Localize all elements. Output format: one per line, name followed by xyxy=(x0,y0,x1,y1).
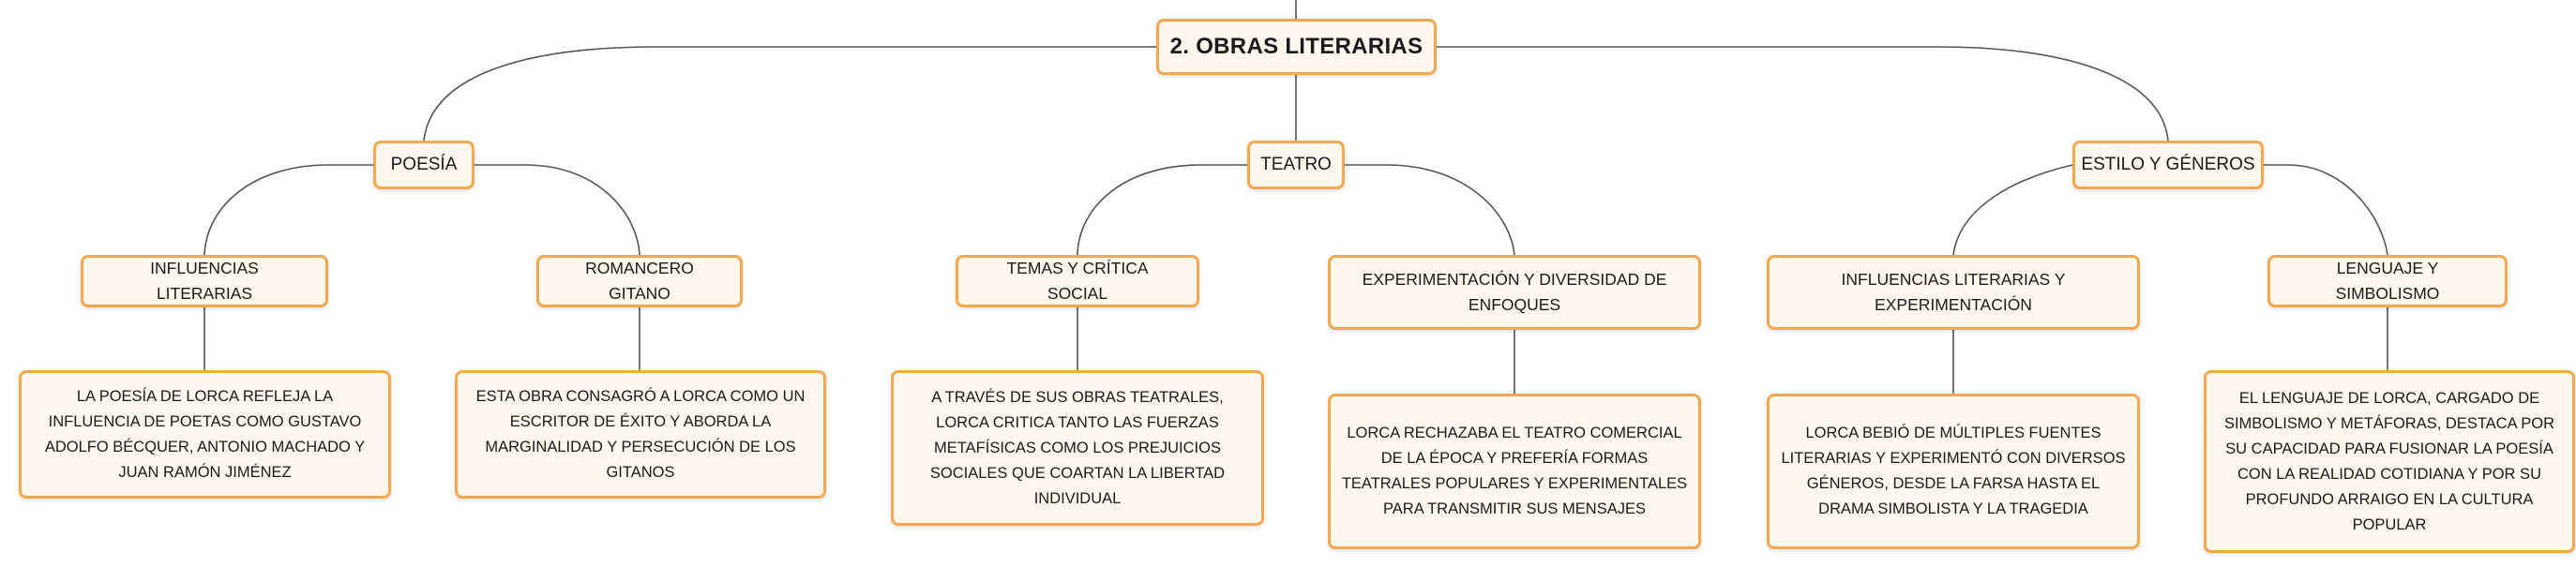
detail-text: LORCA BEBIÓ DE MÚLTIPLES FUENTES LITERAR… xyxy=(1781,425,2126,517)
connector-poesia-influencias xyxy=(203,164,373,256)
subtopic-node-influencias-literarias[interactable]: INFLUENCIAS LITERARIAS xyxy=(81,255,328,307)
connector-poesia-romancero xyxy=(475,164,640,256)
subtopic-node-influencias-experimentacion[interactable]: INFLUENCIAS LITERARIAS Y EXPERIMENTACIÓN xyxy=(1767,255,2140,330)
connector-teatro-temas xyxy=(1077,164,1247,256)
detail-node-lenguaje-simbolismo[interactable]: EL LENGUAJE DE LORCA, CARGADO DE SIMBOLI… xyxy=(2204,370,2575,553)
connector-estilo-influencias xyxy=(1952,164,2073,256)
category-node-poesia[interactable]: POESÍA xyxy=(373,141,475,189)
connector-teatro-experimentacion xyxy=(1345,164,1515,256)
connector-root-estilo xyxy=(1437,46,2169,142)
connector-root-poesia xyxy=(423,46,1156,142)
subtopic-label: INFLUENCIAS LITERARIAS xyxy=(150,259,259,303)
subtopic-node-experimentacion-diversidad[interactable]: EXPERIMENTACIÓN Y DIVERSIDAD DE ENFOQUES xyxy=(1328,255,1701,330)
subtopic-node-lenguaje-simbolismo[interactable]: LENGUAJE Y SIMBOLISMO xyxy=(2267,255,2508,307)
root-label: 2. OBRAS LITERARIAS xyxy=(1169,34,1424,59)
subtopic-label: EXPERIMENTACIÓN Y DIVERSIDAD DE ENFOQUES xyxy=(1362,270,1667,314)
detail-node-influencias-literarias[interactable]: LA POESÍA DE LORCA REFLEJA LA INFLUENCIA… xyxy=(19,370,391,499)
detail-text: LORCA RECHAZABA EL TEATRO COMERCIAL DE L… xyxy=(1341,425,1688,517)
subtopic-node-romancero-gitano[interactable]: ROMANCERO GITANO xyxy=(536,255,743,307)
subtopic-label: INFLUENCIAS LITERARIAS Y EXPERIMENTACIÓN xyxy=(1841,270,2066,314)
detail-node-influencias-experimentacion[interactable]: LORCA BEBIÓ DE MÚLTIPLES FUENTES LITERAR… xyxy=(1767,394,2140,549)
category-label: TEATRO xyxy=(1260,155,1332,174)
detail-text: LA POESÍA DE LORCA REFLEJA LA INFLUENCIA… xyxy=(44,387,366,481)
subtopic-label: TEMAS Y CRÍTICA SOCIAL xyxy=(1006,259,1149,303)
category-node-estilo[interactable]: ESTILO Y GÉNEROS xyxy=(2072,141,2264,189)
subtopic-label: ROMANCERO GITANO xyxy=(585,259,694,303)
category-label: ESTILO Y GÉNEROS xyxy=(2081,155,2255,174)
category-node-teatro[interactable]: TEATRO xyxy=(1247,141,1345,189)
detail-node-romancero-gitano[interactable]: ESTA OBRA CONSAGRÓ A LORCA COMO UN ESCRI… xyxy=(455,370,826,499)
root-node[interactable]: 2. OBRAS LITERARIAS xyxy=(1156,19,1437,75)
detail-text: A TRAVÉS DE SUS OBRAS TEATRALES, LORCA C… xyxy=(929,388,1226,507)
subtopic-node-temas-critica-social[interactable]: TEMAS Y CRÍTICA SOCIAL xyxy=(956,255,1199,307)
category-label: POESÍA xyxy=(390,155,458,174)
subtopic-label: LENGUAJE Y SIMBOLISMO xyxy=(2335,259,2440,303)
detail-text: EL LENGUAJE DE LORCA, CARGADO DE SIMBOLI… xyxy=(2223,389,2555,533)
detail-text: ESTA OBRA CONSAGRÓ A LORCA COMO UN ESCRI… xyxy=(475,387,806,481)
detail-node-experimentacion-diversidad[interactable]: LORCA RECHAZABA EL TEATRO COMERCIAL DE L… xyxy=(1328,394,1701,549)
connector-estilo-lenguaje xyxy=(2264,164,2388,256)
detail-node-temas-critica-social[interactable]: A TRAVÉS DE SUS OBRAS TEATRALES, LORCA C… xyxy=(891,370,1264,526)
